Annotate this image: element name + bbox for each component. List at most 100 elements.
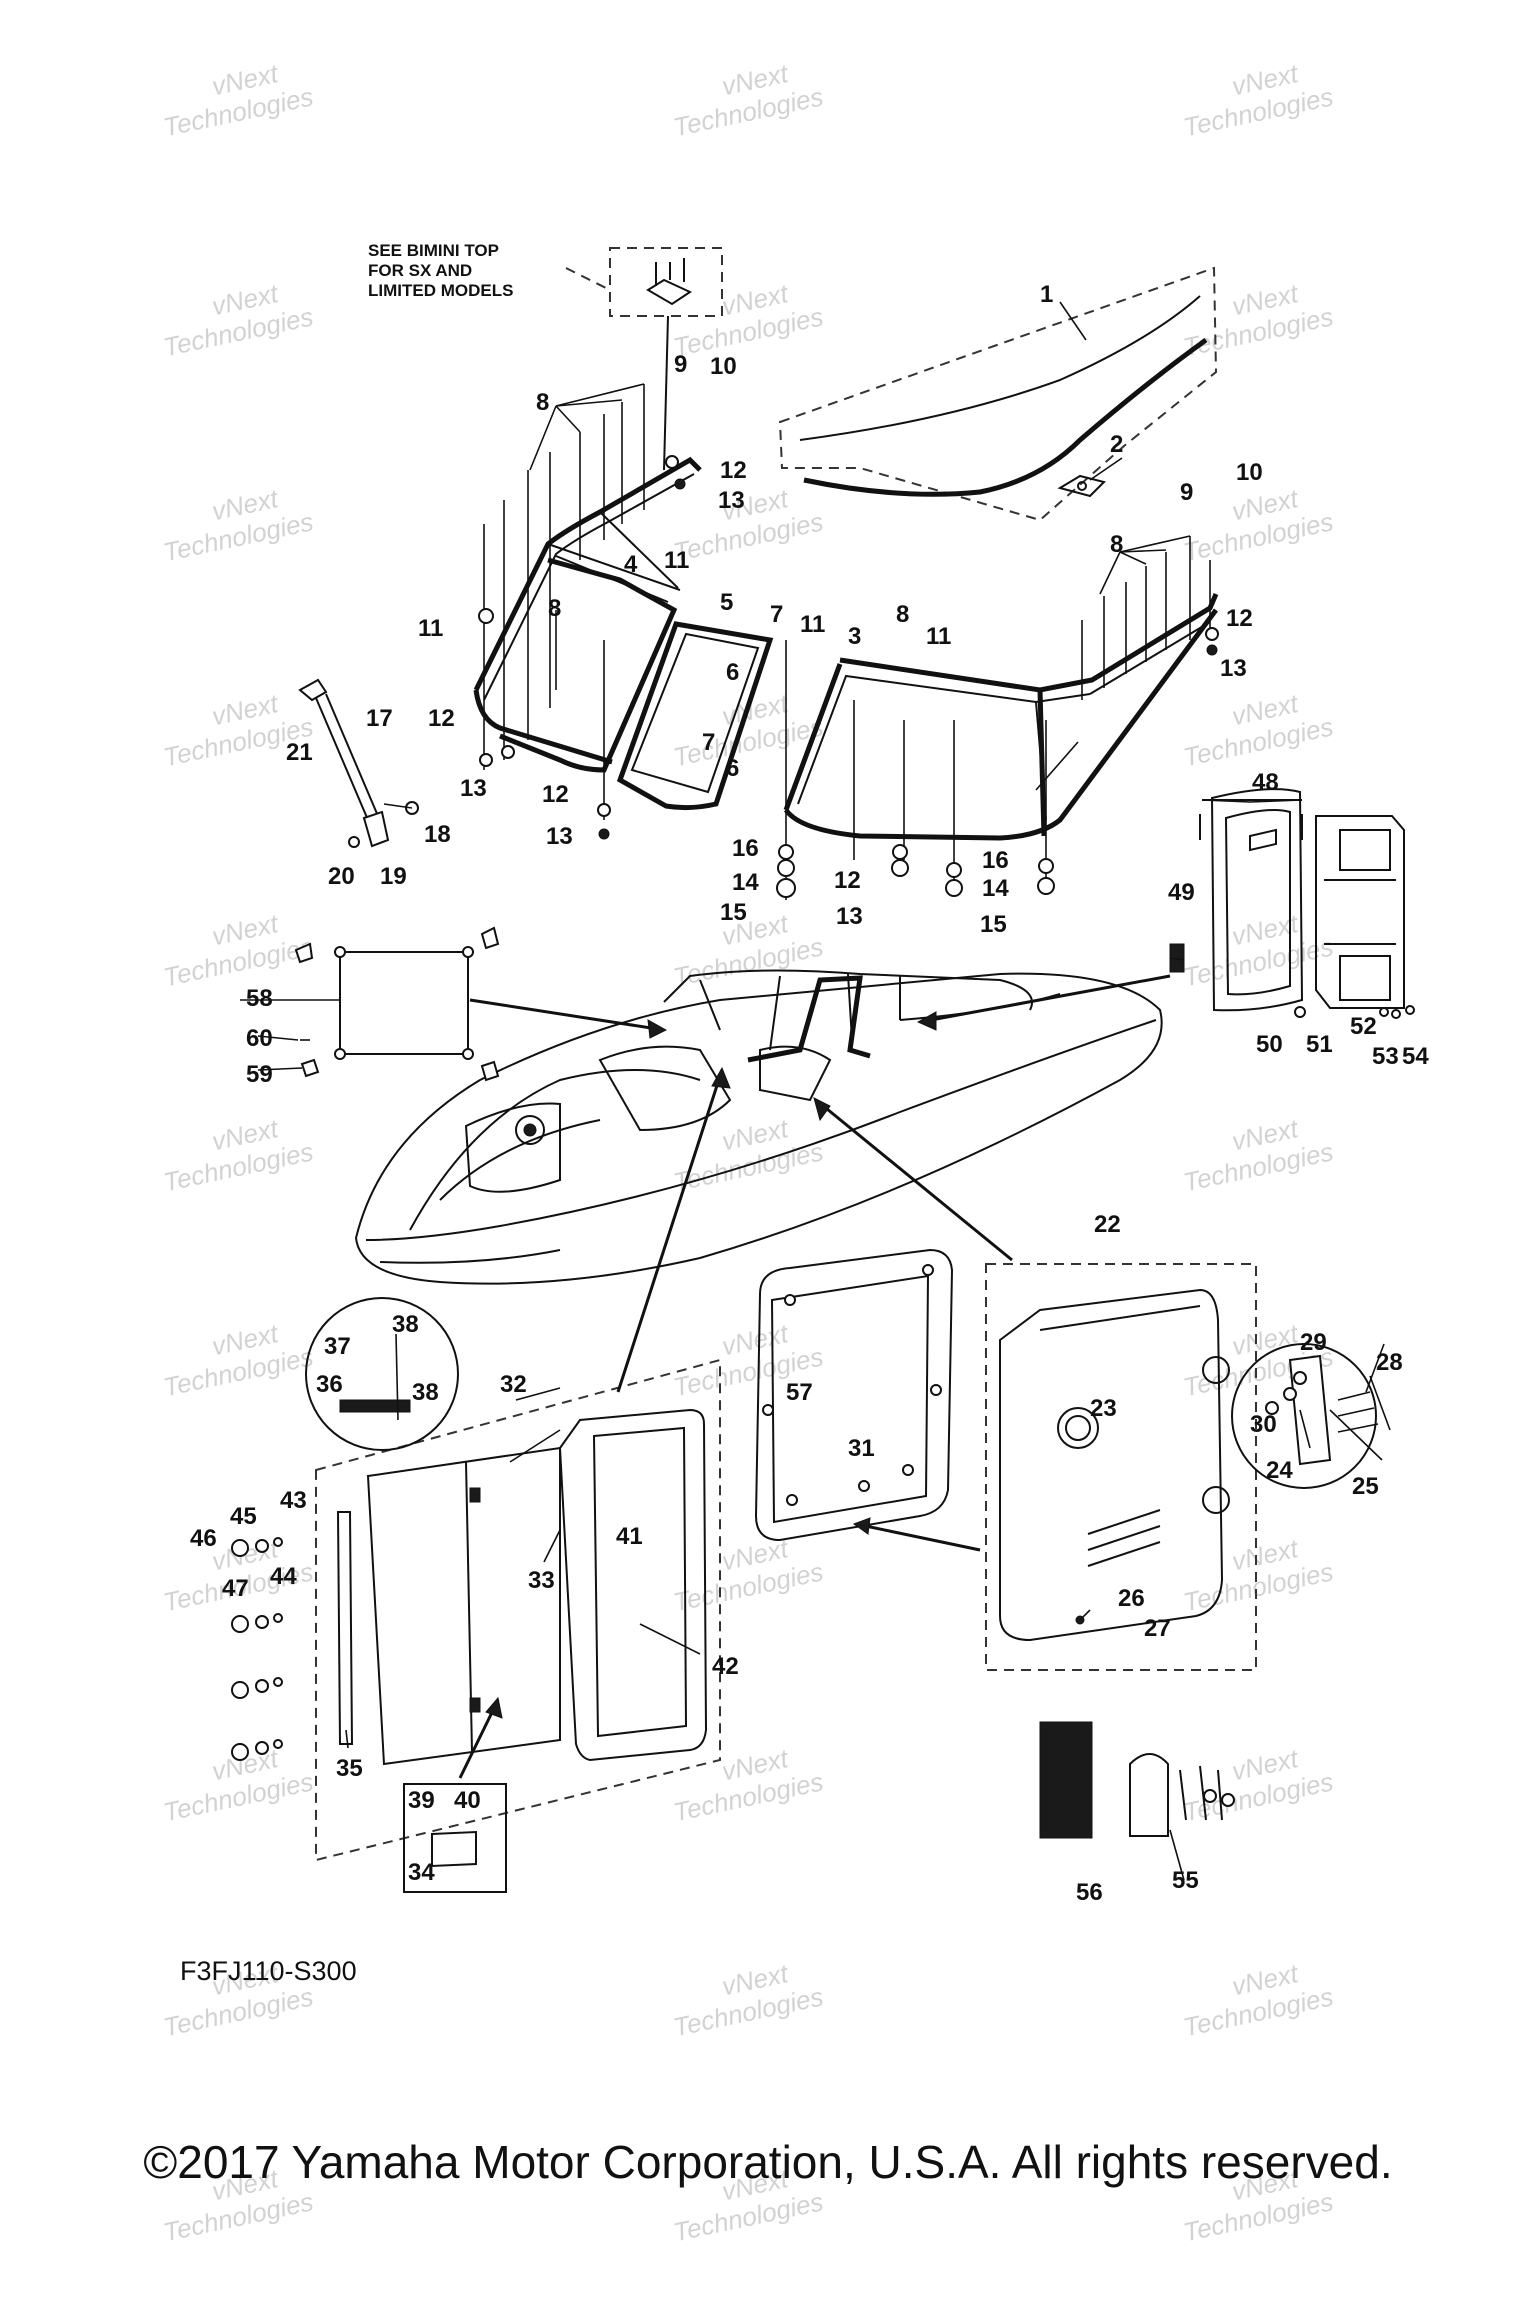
callout-59: 59 — [246, 1061, 273, 1088]
callout-45: 45 — [230, 1503, 257, 1530]
bimini-bracket-box — [609, 247, 723, 317]
callout-8d: 8 — [1110, 531, 1123, 558]
callout-48: 48 — [1252, 769, 1279, 796]
callout-10b: 10 — [1236, 459, 1263, 486]
callout-13d: 13 — [836, 903, 863, 930]
callout-18: 18 — [424, 821, 451, 848]
callout-8: 8 — [536, 389, 549, 416]
callout-51: 51 — [1306, 1031, 1333, 1058]
callout-1: 1 — [1040, 281, 1053, 308]
callout-10: 10 — [710, 353, 737, 380]
callout-31: 31 — [848, 1435, 875, 1462]
hardware-parts — [478, 455, 1219, 898]
callout-13e: 13 — [1220, 655, 1247, 682]
callout-6: 6 — [726, 659, 739, 686]
callout-9: 9 — [674, 351, 687, 378]
callout-44: 44 — [270, 1563, 297, 1590]
callout-16b: 16 — [982, 847, 1009, 874]
callout-54: 54 — [1402, 1043, 1429, 1070]
callout-7: 7 — [770, 601, 783, 628]
callout-47: 47 — [222, 1575, 249, 1602]
bimini-note: SEE BIMINI TOP FOR SX AND LIMITED MODELS — [368, 241, 723, 471]
callout-46: 46 — [190, 1525, 217, 1552]
callout-15: 15 — [720, 899, 747, 926]
side-window — [294, 926, 500, 1082]
callout-labels: 1 2 3 4 5 6 6 7 7 8 8 8 8 9 9 10 10 11 1… — [190, 281, 1429, 1906]
callout-30: 30 — [1250, 1411, 1277, 1438]
callout-42: 42 — [712, 1653, 739, 1680]
callout-24: 24 — [1266, 1457, 1293, 1484]
callout-13b: 13 — [460, 775, 487, 802]
windshield-assembly — [473, 384, 1219, 900]
fastener-lines — [483, 384, 1211, 900]
diagram-code: F3FJ110-S300 — [180, 1956, 357, 1986]
support-stay — [298, 678, 419, 848]
callout-23: 23 — [1090, 1395, 1117, 1422]
callout-22: 22 — [1094, 1211, 1121, 1238]
callout-21: 21 — [286, 739, 313, 766]
callout-5: 5 — [720, 589, 733, 616]
callout-11: 11 — [664, 547, 689, 574]
callout-16: 16 — [732, 835, 759, 862]
callout-56: 56 — [1076, 1879, 1103, 1906]
callout-17: 17 — [366, 705, 393, 732]
callout-11c: 11 — [800, 611, 825, 638]
callout-9b: 9 — [1180, 479, 1193, 506]
callout-11d: 11 — [926, 623, 951, 650]
callout-58: 58 — [246, 985, 273, 1012]
note-line-1: SEE BIMINI TOP — [368, 241, 499, 260]
callout-12: 12 — [720, 457, 747, 484]
note-line-2: FOR SX AND — [368, 261, 472, 280]
callout-25: 25 — [1352, 1473, 1379, 1500]
callout-27: 27 — [1144, 1615, 1171, 1642]
callout-28: 28 — [1376, 1349, 1403, 1376]
callout-38: 38 — [392, 1311, 419, 1338]
reference-arrows — [458, 974, 1171, 1779]
callout-40: 40 — [454, 1787, 481, 1814]
callout-32: 32 — [500, 1371, 527, 1398]
callout-38b: 38 — [412, 1379, 439, 1406]
bimini-bracket — [646, 258, 693, 306]
callout-49: 49 — [1168, 879, 1195, 906]
callout-35: 35 — [336, 1755, 363, 1782]
callout-12c: 12 — [542, 781, 569, 808]
callout-7b: 7 — [702, 729, 715, 756]
callout-14b: 14 — [982, 875, 1009, 902]
callout-36: 36 — [316, 1371, 343, 1398]
callout-13c: 13 — [546, 823, 573, 850]
callout-57: 57 — [786, 1379, 813, 1406]
hatch-assembly — [754, 1248, 1379, 1671]
callout-29: 29 — [1300, 1329, 1327, 1356]
callout-41: 41 — [616, 1523, 643, 1550]
callout-14: 14 — [732, 869, 759, 896]
callout-26: 26 — [1118, 1585, 1145, 1612]
callout-60: 60 — [246, 1025, 273, 1052]
leader-lines — [240, 301, 1391, 1881]
callout-8c: 8 — [896, 601, 909, 628]
door-assembly — [231, 1297, 721, 1893]
callout-50: 50 — [1256, 1031, 1283, 1058]
callout-13: 13 — [718, 487, 745, 514]
callout-12d: 12 — [834, 867, 861, 894]
callout-4: 4 — [624, 551, 638, 578]
callout-3: 3 — [848, 623, 861, 650]
deck-trim-assembly — [778, 266, 1218, 522]
callout-15b: 15 — [980, 911, 1007, 938]
callout-34: 34 — [408, 1859, 435, 1886]
callout-11b: 11 — [418, 615, 443, 642]
